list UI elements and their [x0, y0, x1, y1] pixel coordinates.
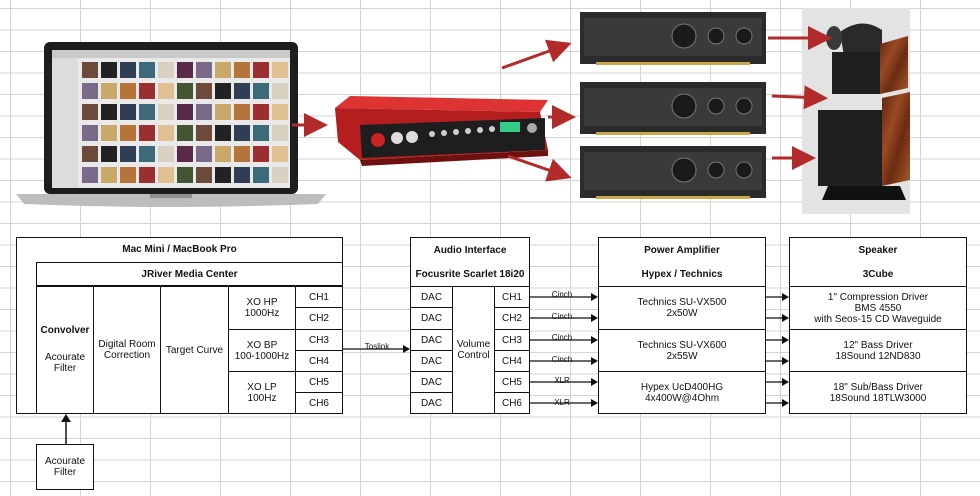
target-curve-block: Target Curve: [160, 286, 229, 414]
interface-channel: CH3: [494, 329, 530, 351]
dac-cell: DAC: [410, 329, 453, 351]
mac-channel: CH1: [295, 286, 343, 308]
toslink-label: Toslink: [364, 342, 390, 351]
volume-control-block: Volume Control: [452, 286, 495, 414]
mac-channel: CH3: [295, 329, 343, 351]
jriver-title: JRiver Media Center: [141, 268, 238, 280]
jriver-block: [36, 262, 343, 286]
xo-hp-block: XO HP 1000Hz: [228, 286, 296, 330]
dac-cell: DAC: [410, 286, 453, 308]
interface-channel: CH5: [494, 371, 530, 393]
toslink-arrow-icon: [343, 345, 410, 353]
cable-label: Cinch: [551, 312, 573, 321]
dac-cell: DAC: [410, 371, 453, 393]
cable-label: XLR: [554, 398, 570, 407]
amplifier-icon: [580, 12, 766, 199]
amp-to-speaker-arrows: [766, 293, 789, 407]
xo-lp-block: XO LP 100Hz: [228, 371, 296, 414]
mac-channel: CH5: [295, 371, 343, 393]
mac-channel: CH6: [295, 392, 343, 414]
xo-bp-block: XO BP 100-1000Hz: [228, 329, 296, 372]
cable-label: Cinch: [551, 333, 573, 342]
dac-cell: DAC: [410, 350, 453, 372]
amp-unit: Technics SU-VX600 2x55W: [598, 329, 766, 372]
audio-interface-icon: [335, 96, 548, 166]
power-amp-brand: Hypex / Technics: [641, 268, 723, 280]
cable-label: XLR: [554, 376, 570, 385]
convolver-filter-label: Acourate Filter: [44, 352, 86, 374]
cable-label: Cinch: [551, 290, 573, 299]
interface-channel: CH6: [494, 392, 530, 414]
acourate-filter-input: Acourate Filter: [36, 444, 94, 490]
interface-channel: CH1: [494, 286, 530, 308]
equipment-illustration: [16, 8, 910, 214]
dac-cell: DAC: [410, 392, 453, 414]
convolver-block: [36, 286, 94, 414]
speaker-driver: 1" Compression Driver BMS 4550 with Seos…: [789, 286, 967, 330]
speaker-title: Speaker: [858, 244, 898, 256]
interface-channel: CH2: [494, 307, 530, 330]
signal-arrows: [292, 26, 832, 182]
convolver-title: Convolver: [40, 324, 90, 336]
laptop-icon: [16, 42, 326, 207]
amp-unit: Hypex UcD400HG 4x400W@4Ohm: [598, 371, 766, 414]
up-arrow-icon: [61, 414, 71, 445]
speaker-driver: 12" Bass Driver 18Sound 12ND830: [789, 329, 967, 372]
mac-title: Mac Mini / MacBook Pro: [122, 243, 237, 255]
power-amp-title: Power Amplifier: [644, 244, 720, 256]
mac-channel: CH4: [295, 350, 343, 372]
interface-channel: CH4: [494, 350, 530, 372]
interface-model: Focusrite Scarlet 18i20: [415, 268, 525, 280]
speaker-driver: 18" Sub/Bass Driver 18Sound 18TLW3000: [789, 371, 967, 414]
amp-unit: Technics SU-VX500 2x50W: [598, 286, 766, 330]
speaker-model: 3Cube: [862, 268, 894, 280]
dac-cell: DAC: [410, 307, 453, 330]
cable-label: Cinch: [551, 355, 573, 364]
cable-arrows: [530, 293, 598, 407]
mac-channel: CH2: [295, 307, 343, 330]
interface-title: Audio Interface: [433, 244, 507, 256]
drc-block: Digital Room Correction: [93, 286, 161, 414]
